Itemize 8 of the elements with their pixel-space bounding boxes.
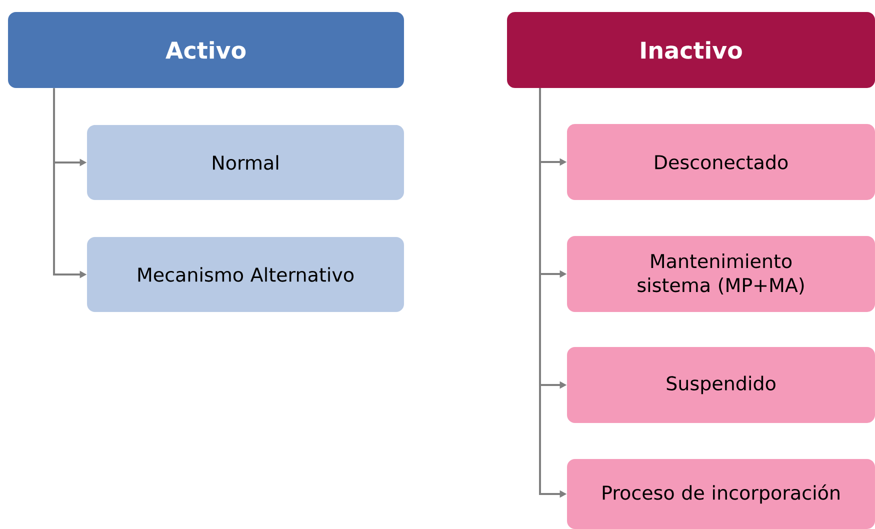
header-box: Activo [8, 12, 404, 88]
state-box: Proceso de incorporación [567, 459, 875, 529]
state-box: Mecanismo Alternativo [87, 237, 404, 312]
header-box: Inactivo [507, 12, 875, 88]
state-box: Normal [87, 125, 404, 200]
state-box: Desconectado [567, 124, 875, 200]
state-box: Suspendido [567, 347, 875, 423]
state-box: Mantenimiento sistema (MP+MA) [567, 236, 875, 312]
